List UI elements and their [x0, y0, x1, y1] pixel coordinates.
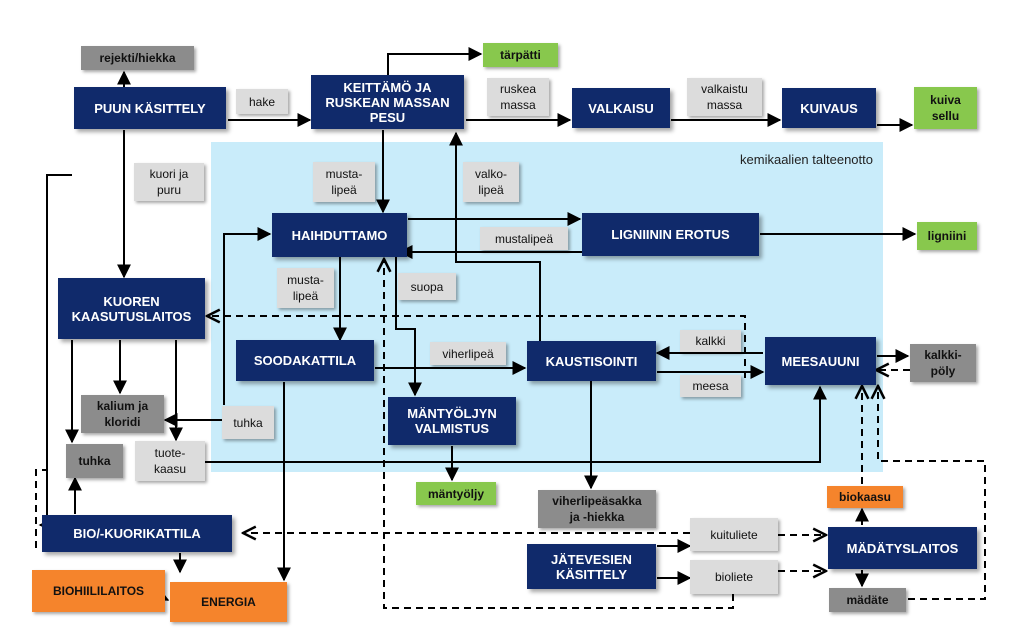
node-haihduttamo: HAIHDUTTAMO: [272, 213, 407, 257]
node-keittamo: KEITTÄMÖ JA RUSKEAN MASSAN PESU: [311, 75, 464, 129]
output-viherlipeasakka: viherlipeäsakka ja -hiekka: [538, 490, 656, 528]
label-kuituliete: kuituliete: [690, 518, 778, 551]
label-mustalipea-3: musta- lipeä: [277, 268, 334, 308]
output-biokaasu: biokaasu: [827, 486, 903, 508]
label-kalkki: kalkki: [680, 330, 741, 352]
label-valkaistu-massa: valkaistu massa: [687, 78, 762, 116]
label-tuhka: tuhka: [222, 406, 274, 439]
output-rejekti-hiekka: rejekti/hiekka: [81, 46, 194, 70]
label-hake: hake: [236, 89, 288, 114]
label-mustalipea-2: mustalipeä: [480, 227, 568, 250]
node-jatevesien-kasittely: JÄTEVESIEN KÄSITTELY: [527, 544, 656, 589]
output-madate: mädäte: [829, 588, 906, 612]
node-puun-kasittely: PUUN KÄSITTELY: [74, 87, 226, 129]
output-kalkkipoly: kalkki- pöly: [910, 344, 976, 382]
arrow-tuotekaasu-meesauuni: [205, 385, 827, 463]
node-valkaisu: VALKAISU: [572, 88, 670, 128]
label-ruskea-massa: ruskea massa: [487, 78, 549, 116]
label-tuotekaasu: tuote- kaasu: [135, 441, 205, 481]
label-meesa: meesa: [680, 375, 741, 397]
label-kuori-ja-puru: kuori ja puru: [134, 163, 204, 201]
arrow-tuhka-haihduttamo: [223, 227, 272, 405]
label-suopa: suopa: [398, 273, 456, 300]
node-bio-kuorikattila: BIO/-KUORIKATTILA: [42, 515, 232, 552]
region-label: kemikaalien talteenotto: [740, 152, 873, 167]
output-kuiva-sellu: kuiva sellu: [914, 87, 977, 129]
label-bioliete: bioliete: [690, 560, 778, 594]
node-kuivaus: KUIVAUS: [782, 88, 876, 128]
output-ligniini: ligniini: [917, 222, 977, 250]
node-madatyslaitos: MÄDÄTYSLAITOS: [828, 527, 977, 569]
node-soodakattila: SOODAKATTILA: [236, 340, 374, 381]
label-valkolipea: valko- lipeä: [463, 162, 519, 202]
output-energia: ENERGIA: [170, 582, 287, 622]
label-viherlipea: viherlipeä: [430, 342, 506, 365]
dash-madate-loop: [878, 386, 986, 600]
arrow-haihduttamo-mantyoljy: [395, 257, 422, 397]
output-kalium-kloridi: kalium ja kloridi: [81, 395, 164, 433]
node-mantyoljyn-valmistus: MÄNTYÖLJYN VALMISTUS: [388, 397, 516, 445]
output-tuhka: tuhka: [66, 444, 123, 478]
node-ligniinin-erotus: LIGNIININ EROTUS: [582, 213, 759, 256]
output-tarpatti: tärpätti: [483, 43, 558, 67]
dash-kaustisointi-kuoren: [207, 316, 746, 378]
arrow-kaustisointi-keittamo: [449, 131, 541, 343]
node-kaustisointi: KAUSTISOINTI: [527, 341, 656, 381]
dash-bio-loop: [35, 469, 47, 548]
node-meesauuni: MEESAUUNI: [765, 337, 876, 385]
node-kuoren-kaasutuslaitos: KUOREN KAASUTUSLAITOS: [58, 278, 205, 339]
output-mantyoljy: mäntyöljy: [416, 482, 496, 505]
arrow-keittamo-tarpatti: [387, 47, 483, 75]
label-mustalipea-1: musta- lipeä: [313, 162, 375, 202]
output-biohiililaitos: BIOHIILILAITOS: [32, 570, 165, 612]
